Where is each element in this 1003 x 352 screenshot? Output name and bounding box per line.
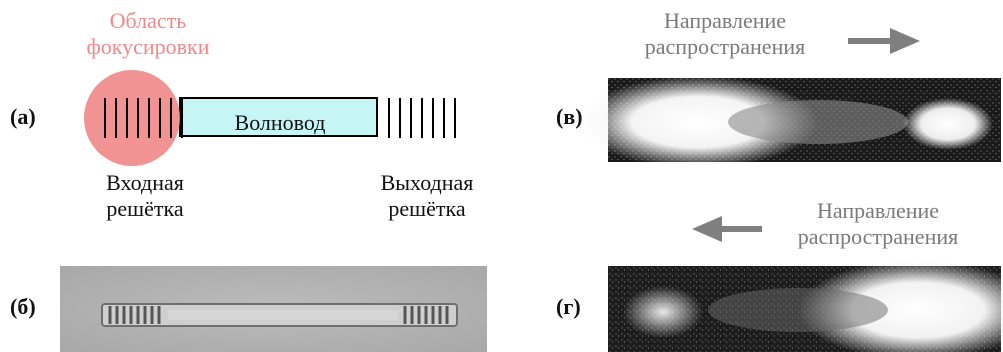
direction-v-line1: Направление [663,8,787,33]
input-grating-line2: решётка [106,196,184,221]
output-grating-image [403,306,449,324]
direction-caption-v: Направление распространения [600,8,850,60]
arrow-left-icon [692,216,762,242]
input-grating-image [108,306,161,324]
output-grating-line2: решётка [388,196,466,221]
panel-a-label: (а) [10,104,36,129]
propagation-image-backward [608,260,1003,352]
panel-g-label: (г) [556,294,581,319]
direction-v-line2: распространения [644,34,806,59]
input-grating-caption: Входная решётка [70,170,220,222]
output-grating-caption: Выходная решётка [352,170,502,222]
input-grating [104,98,183,138]
arrow-right-icon [848,28,920,54]
output-grating-line1: Выходная [380,170,474,195]
waveguide-label: Волновод [234,110,326,135]
input-grating-line1: Входная [106,170,184,195]
waveguide-schematic [84,70,456,166]
panel-v-label: (в) [556,104,583,129]
waveguide-body [179,97,378,137]
focus-spot [84,70,180,166]
microscope-image [60,266,487,352]
propagation-image-forward [578,76,1001,168]
panel-b-label: (б) [10,294,36,319]
focus-region-label: Область фокусировки [28,8,268,60]
direction-caption-g: Направление распространения [758,198,998,250]
direction-g-line1: Направление [816,198,940,223]
output-grating [388,98,456,138]
direction-g-line2: распространения [797,224,959,249]
focus-region-text: Область фокусировки [86,8,210,59]
